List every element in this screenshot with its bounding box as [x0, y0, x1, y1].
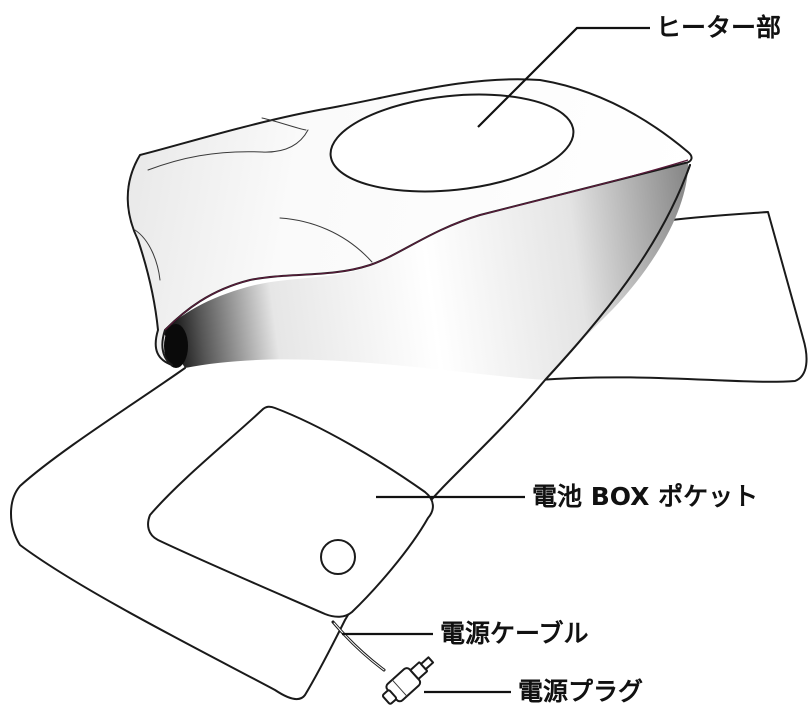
- pocket-button: [320, 539, 356, 575]
- power-plug: [381, 656, 435, 705]
- battery-pocket-label: 電池 BOX ポケット: [532, 482, 758, 511]
- inner-surface-shading: [163, 160, 689, 380]
- back-flap: [537, 211, 808, 383]
- heater-oval: [329, 93, 575, 193]
- heater-label: ヒーター部: [656, 13, 781, 42]
- battery-pocket: [147, 405, 434, 618]
- fold-shadow: [164, 324, 188, 368]
- crease-line: [147, 129, 309, 171]
- power-cable-core: [333, 622, 385, 671]
- heater-leader-line: [477, 26, 650, 128]
- top-edge-rim: [164, 159, 689, 331]
- crease-line: [261, 117, 307, 131]
- strip-right-edge: [544, 164, 691, 381]
- power-plug-label: 電源プラグ: [518, 677, 643, 706]
- crease-line: [134, 229, 161, 281]
- power-cable-label: 電源ケーブル: [440, 619, 589, 648]
- power-cable: [331, 620, 386, 672]
- crease-line: [279, 217, 373, 263]
